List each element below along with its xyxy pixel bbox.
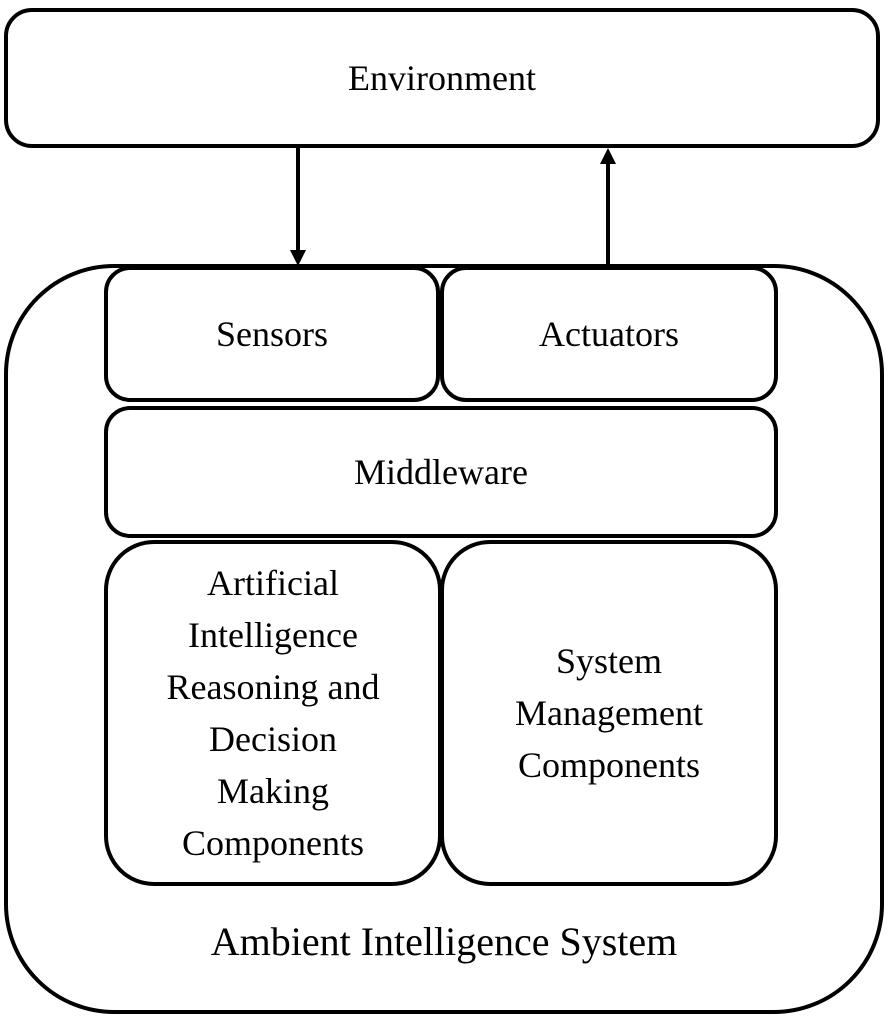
arrow-head-down-icon (290, 250, 306, 266)
sensors-box: Sensors (104, 266, 440, 402)
arrow-head-up-icon (600, 148, 616, 164)
ai-reasoning-line: Artificial (207, 563, 339, 603)
ai-reasoning-line: Decision (209, 719, 337, 759)
environment-label: Environment (348, 58, 536, 98)
ai-reasoning-line: Intelligence (188, 615, 358, 655)
ai-reasoning-label: Artificial Intelligence Reasoning and De… (167, 557, 380, 869)
environment-box: Environment (4, 8, 880, 148)
system-management-line: System (555, 641, 662, 681)
actuators-box: Actuators (440, 266, 778, 402)
middleware-label: Middleware (354, 452, 528, 492)
system-management-label: System Management Components (515, 635, 703, 791)
middleware-box: Middleware (104, 406, 778, 538)
system-management-line: Management (515, 693, 703, 733)
system-label: Ambient Intelligence System (210, 919, 678, 964)
ai-reasoning-line: Reasoning and (166, 667, 380, 707)
ai-reasoning-line: Making (217, 771, 329, 811)
ai-reasoning-line: Components (181, 823, 364, 863)
ai-reasoning-box: Artificial Intelligence Reasoning and De… (104, 540, 442, 886)
actuators-label: Actuators (539, 314, 679, 354)
system-management-line: Components (517, 745, 700, 785)
system-management-box: System Management Components (440, 540, 778, 886)
sensors-label: Sensors (215, 314, 328, 354)
